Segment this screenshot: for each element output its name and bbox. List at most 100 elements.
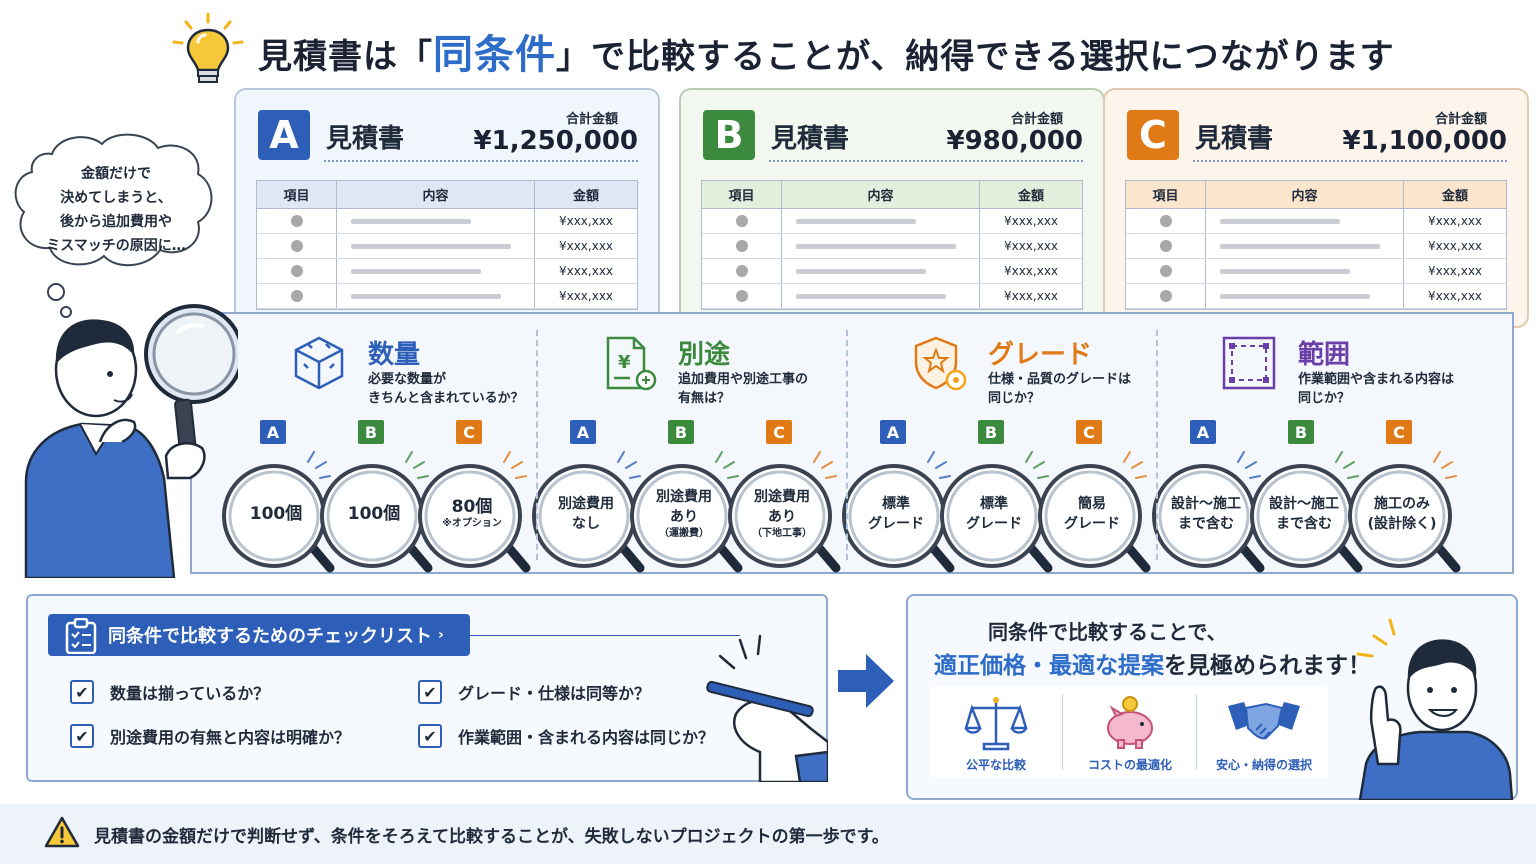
lens-value-line: グレード [966,516,1022,532]
table-row: ¥xxx,xxx [257,259,637,284]
lens-value-line: 施工のみ [1374,496,1430,512]
table-row: ¥xxx,xxx [702,234,1082,259]
lens-value-line: 設計〜施工 [1171,496,1241,512]
lens-content: 別途費用あり（運搬費） [636,466,732,562]
lens-value-note: （下地工事） [752,528,812,539]
lens-value-line: (設計除く) [1367,516,1437,532]
checklist-item[interactable]: ✔数量は揃っているか？ [70,680,269,704]
option-letter-badge: C [1076,420,1102,444]
lens-value-line: グレード [1064,516,1120,532]
total-label: 合計金額 [1010,112,1063,127]
warning-icon [44,816,80,848]
footer-message: 見積書の金額だけで判断せず、条件をそろえて比較することが、失敗しないプロジェクト… [94,827,889,847]
benefits: 公平な比較 コストの最適化 安心・納得の選択 [930,686,1328,778]
row-amount: ¥xxx,xxx [1427,264,1483,278]
bullet-dot [290,265,303,277]
checklist-item[interactable]: ✔作業範囲・含まれる内容は同じか？ [418,724,714,748]
magnifier-icon [320,451,433,573]
bullet-dot [290,290,303,302]
lens-value-line: 簡易 [1078,496,1106,512]
table-row: ¥xxx,xxx [257,234,637,259]
placeholder-bar [1220,268,1350,274]
option-letter-badge: B [358,420,384,444]
card-letter-badge: A [258,110,310,160]
lens-value-line: あり [670,509,698,525]
magnifier-icon [630,451,743,573]
person-pointing-up [1356,618,1514,800]
table-row: ¥xxx,xxx [1126,209,1506,234]
benefit-cost-optimization: コストの最適化 [1064,686,1196,778]
bullet-dot [1159,240,1172,252]
estimate-table: 項目 内容 金額 ¥xxx,xxx ¥xxx,xxx ¥xxx,xxx ¥xxx… [701,180,1083,310]
total-amount: ¥1,250,000 [473,126,638,156]
lens-value-note: （運搬費） [659,528,709,539]
lens-value-line: グレード [868,516,924,532]
chevron-right-icon: › [438,627,444,643]
lens-content: 設計〜施工まで含む [1158,466,1254,562]
row-amount: ¥xxx,xxx [1003,239,1059,253]
option-letter-badge: B [978,420,1004,444]
lens-value-line: まで含む [1276,516,1332,532]
lens-value-line: 別途費用 [558,496,614,512]
total-label: 合計金額 [1434,112,1487,127]
option-letter-badge: C [1386,420,1412,444]
table-row: ¥xxx,xxx [1126,259,1506,284]
table-row: ¥xxx,xxx [702,209,1082,234]
checkbox-checked-icon[interactable]: ✔ [70,724,94,748]
placeholder-bar [351,293,501,299]
estimate-table: 項目 内容 金額 ¥xxx,xxx ¥xxx,xxx ¥xxx,xxx ¥xxx… [256,180,638,310]
result-line-1: 同条件で比較することで、 [988,620,1227,644]
lens-content: 別途費用あり（下地工事） [734,466,830,562]
lens-value-line: 設計〜施工 [1269,496,1339,512]
bullet-dot [1159,265,1172,277]
estimate-card-c: C 見積書 合計金額 ¥1,100,000 項目 内容 金額 ¥xxx,xxx … [1103,88,1529,328]
lens-value-line: 標準 [882,496,910,512]
table-header: 項目 内容 金額 [1126,181,1506,209]
row-amount: ¥xxx,xxx [558,264,614,278]
table-row: ¥xxx,xxx [257,284,637,309]
magnifier-icon [1152,451,1265,573]
placeholder-bar [796,293,946,299]
row-amount: ¥xxx,xxx [558,214,614,228]
magnifier-icon [418,451,531,573]
placeholder-bar [1220,293,1370,299]
thought-text: 金額だけで 決めてしまうと、 後から追加費用や ミスマッチの原因に… [46,166,186,254]
lens-content: 設計〜施工まで含む [1256,466,1352,562]
checkbox-checked-icon[interactable]: ✔ [418,724,442,748]
lens-content: 100個 [326,466,422,562]
placeholder-bar [1220,218,1340,224]
card-letter-badge: C [1127,110,1179,160]
thought-dots [47,283,72,318]
bullet-dot [1159,215,1172,227]
option-letter-badge: A [1190,420,1216,444]
placeholder-bar [351,243,511,249]
cube-icon [290,334,348,392]
lightbulb-icon [172,12,244,83]
lens-value-line: 別途費用 [754,489,810,505]
table-row: ¥xxx,xxx [1126,234,1506,259]
checklist-item[interactable]: ✔別途費用の有無と内容は明確か？ [70,724,350,748]
checklist-box: 同条件で比較するためのチェックリスト› ✔数量は揃っているか？ ✔別途費用の有無… [26,594,828,782]
option-letter-badge: C [456,420,482,444]
result-line-2: 適正価格・最適な提案を見極められます！ [934,653,1371,679]
card-letter-badge: B [703,110,755,160]
criteria-description: 仕様・品質のグレードは同じか？ [988,372,1132,406]
option-letter-badge: B [1288,420,1314,444]
option-letter-badge: B [668,420,694,444]
bullet-dot [735,240,748,252]
checklist-header: 同条件で比較するためのチェックリスト› [48,614,470,656]
checklist-item[interactable]: ✔グレード・仕様は同等か？ [418,680,650,704]
shield-star-icon [910,334,968,392]
checkbox-checked-icon[interactable]: ✔ [418,680,442,704]
piggy-bank-icon [1107,696,1153,749]
lens-content: 100個 [228,466,324,562]
clipboard-icon [65,618,97,654]
page-title: 見積書は「同条件」で比較することが、納得できる選択につながります [258,32,1395,78]
row-amount: ¥xxx,xxx [1003,289,1059,303]
table-header: 項目 内容 金額 [702,181,1082,209]
svg-text:¥: ¥ [618,352,631,373]
checkbox-checked-icon[interactable]: ✔ [70,680,94,704]
